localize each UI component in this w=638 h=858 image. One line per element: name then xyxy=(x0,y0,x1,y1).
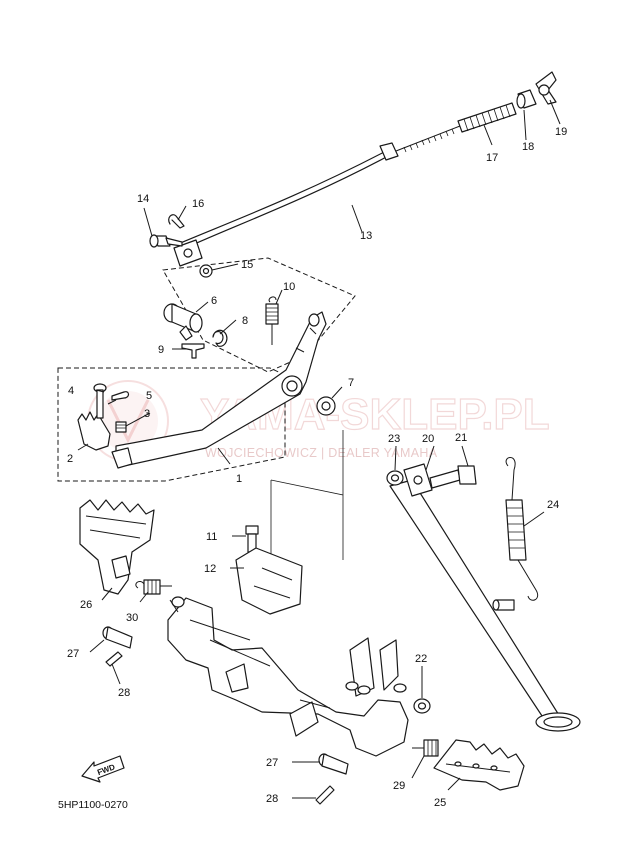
cotter-pin-left xyxy=(105,651,123,667)
callout-25: 25 xyxy=(434,797,446,809)
callout-15: 15 xyxy=(241,259,253,271)
callout-28a: 28 xyxy=(118,687,130,699)
callout-11: 11 xyxy=(206,531,217,543)
brake-pedal xyxy=(111,311,327,469)
footrest-left xyxy=(79,499,155,595)
callout-27a: 27 xyxy=(67,648,79,660)
callout-26: 26 xyxy=(80,599,92,611)
washer-rod xyxy=(199,264,213,278)
callout-17: 17 xyxy=(486,152,498,164)
footrest-pin-left xyxy=(102,626,133,649)
cotter-pin-upper xyxy=(168,214,185,229)
cotter-pin-tip xyxy=(111,391,130,401)
stand-nut xyxy=(386,470,404,486)
watermark-dealer: WOJCIECHOWICZ | DEALER YAMAHA xyxy=(205,446,438,460)
forward-arrow: FWD xyxy=(81,755,125,783)
callout-30: 30 xyxy=(126,612,138,624)
stand-bolt xyxy=(429,465,477,489)
assembly-guide-lines xyxy=(270,430,344,560)
footrest-spring-left xyxy=(135,579,172,595)
tip-spring xyxy=(115,421,127,433)
footrest-right xyxy=(433,739,525,791)
callout-3: 3 xyxy=(144,408,150,420)
leader-lines xyxy=(77,99,561,799)
joint-pin xyxy=(149,234,183,248)
callout-6: 6 xyxy=(211,295,217,307)
cotter-pin-right xyxy=(315,785,335,805)
callout-19: 19 xyxy=(555,126,567,138)
callout-21: 21 xyxy=(455,432,467,444)
side-stand xyxy=(389,463,581,732)
callout-9: 9 xyxy=(158,344,164,356)
circlip xyxy=(212,329,228,347)
callout-1: 1 xyxy=(236,473,242,485)
callout-27b: 27 xyxy=(266,757,278,769)
callout-7: 7 xyxy=(348,377,354,389)
brake-rod xyxy=(173,125,461,267)
callout-23: 23 xyxy=(388,433,400,445)
callout-20: 20 xyxy=(422,433,434,445)
frame-bracket xyxy=(167,547,409,757)
stand-spring xyxy=(505,457,539,601)
stand-bolt-small xyxy=(245,525,259,553)
callout-labels: 1 2 3 4 5 6 7 8 9 10 11 12 13 14 15 16 1… xyxy=(67,126,567,809)
footrest-spring-right xyxy=(412,739,439,757)
return-spring xyxy=(265,296,279,345)
callout-4: 4 xyxy=(68,385,74,397)
diagram-code: 5HP1100-0270 xyxy=(58,799,128,811)
callout-22: 22 xyxy=(415,653,427,665)
pivot-shaft xyxy=(163,303,203,341)
callout-24: 24 xyxy=(547,499,559,511)
group-outline-pedal xyxy=(57,367,286,482)
callout-29: 29 xyxy=(393,780,405,792)
group-outline-upper xyxy=(162,257,356,373)
callout-18: 18 xyxy=(522,141,534,153)
rod-spring xyxy=(457,102,517,133)
pedal-tip xyxy=(77,411,111,451)
callout-5: 5 xyxy=(146,390,152,402)
callout-12: 12 xyxy=(204,563,216,575)
callout-16: 16 xyxy=(192,198,204,210)
callout-8: 8 xyxy=(242,315,248,327)
pedal-bush xyxy=(316,396,336,416)
callout-13: 13 xyxy=(360,230,372,242)
stand-collar xyxy=(413,698,431,714)
callout-10: 10 xyxy=(283,281,295,293)
callout-2: 2 xyxy=(67,453,73,465)
footrest-pin-right xyxy=(318,753,349,775)
adjust-nut xyxy=(516,89,537,109)
wing-nut xyxy=(535,71,557,105)
cotter-pin-shaft xyxy=(181,343,205,359)
callout-28b: 28 xyxy=(266,793,278,805)
stand-hook-pin xyxy=(492,599,515,611)
callout-14: 14 xyxy=(137,193,149,205)
